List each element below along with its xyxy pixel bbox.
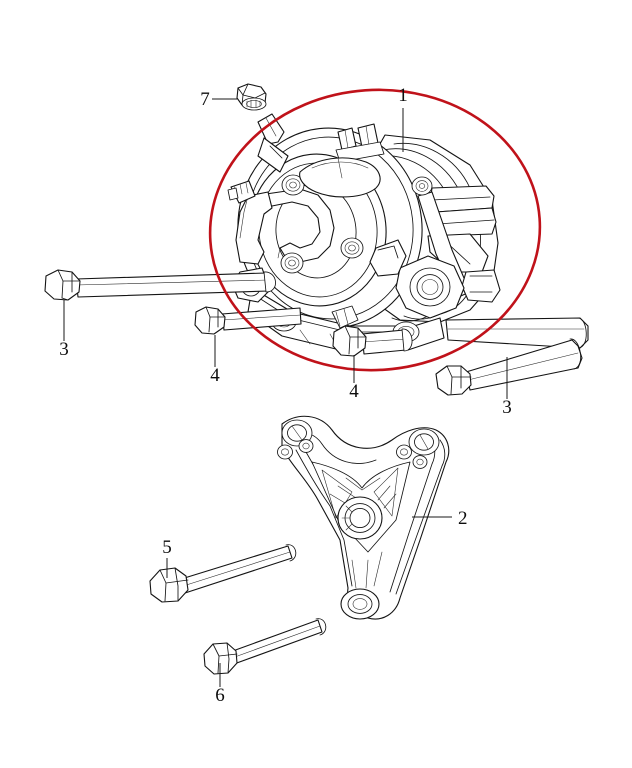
alternator-right-boss <box>411 176 433 196</box>
part-mounting-bracket[interactable] <box>277 415 450 620</box>
callout-leader-lines <box>63 98 508 687</box>
part-bracket-bolt-lower[interactable] <box>203 618 327 675</box>
alternator-face-boss-upper <box>281 174 305 196</box>
callout-label-4-center: 4 <box>349 381 359 402</box>
bracket-center-bushing <box>337 496 383 540</box>
part-long-bolt-right-lower[interactable] <box>435 338 583 396</box>
alternator-highlight-ellipse <box>208 88 542 372</box>
bracket-hole-bottom <box>340 588 380 620</box>
part-flange-nut[interactable] <box>236 83 267 111</box>
callout-label-3-right: 3 <box>502 397 512 418</box>
callout-label-4-left: 4 <box>210 365 220 386</box>
callout-label-6: 6 <box>215 685 225 706</box>
alternator-face-boss-lower-right <box>340 237 364 259</box>
part-short-bolt-center[interactable] <box>332 325 413 357</box>
alternator-pivot-eye <box>395 255 465 319</box>
callout-label-7: 7 <box>200 89 210 110</box>
bracket-stud-left <box>277 444 293 460</box>
callout-label-3-left: 3 <box>59 339 69 360</box>
callout-label-5: 5 <box>162 537 172 558</box>
bracket-stud-right <box>396 444 412 460</box>
callout-label-1: 1 <box>398 85 408 106</box>
part-bracket-bolt-upper[interactable] <box>149 544 297 603</box>
alternator-face-boss-lower-left <box>280 252 304 274</box>
part-long-bolt-right-upper[interactable] <box>445 317 589 349</box>
bracket-stud-left-2 <box>298 439 314 453</box>
bracket-hole-top-right <box>408 428 440 456</box>
callout-label-2: 2 <box>458 508 468 529</box>
bracket-stud-right-2 <box>412 455 428 469</box>
